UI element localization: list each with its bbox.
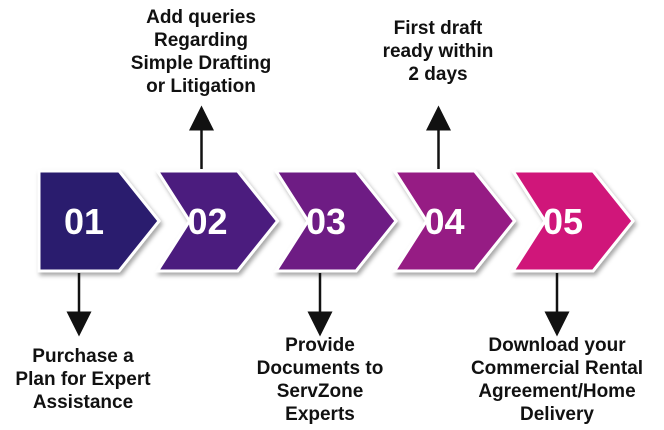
step-04-caption: First draft ready within 2 days: [382, 18, 494, 85]
step-05-chevron: 05: [510, 169, 635, 273]
step-03-shape: [273, 169, 398, 273]
step-04-number: 04: [424, 201, 464, 242]
step-03-caption: Provide Documents to ServZone Experts: [256, 335, 384, 425]
step-02-number: 02: [187, 201, 227, 242]
step-01-caption: Purchase a Plan for Expert Assistance: [15, 346, 151, 413]
step-01-chevron: 01: [37, 169, 161, 273]
step-02-shape: [154, 169, 280, 273]
step-02-chevron: 02: [154, 169, 280, 273]
step-04-shape: [391, 169, 517, 273]
step-05-shape: [510, 169, 635, 273]
step-04-chevron: 04: [391, 169, 517, 273]
step-05-caption: Download your Commercial Rental Agreemen…: [470, 335, 644, 425]
step-02-caption: Add queries Regarding Simple Drafting or…: [130, 7, 272, 97]
step-03-number: 03: [306, 201, 346, 242]
step-03-chevron: 03: [273, 169, 398, 273]
step-01-shape: [37, 169, 161, 273]
step-01-number: 01: [64, 201, 104, 242]
step-05-number: 05: [543, 201, 583, 242]
